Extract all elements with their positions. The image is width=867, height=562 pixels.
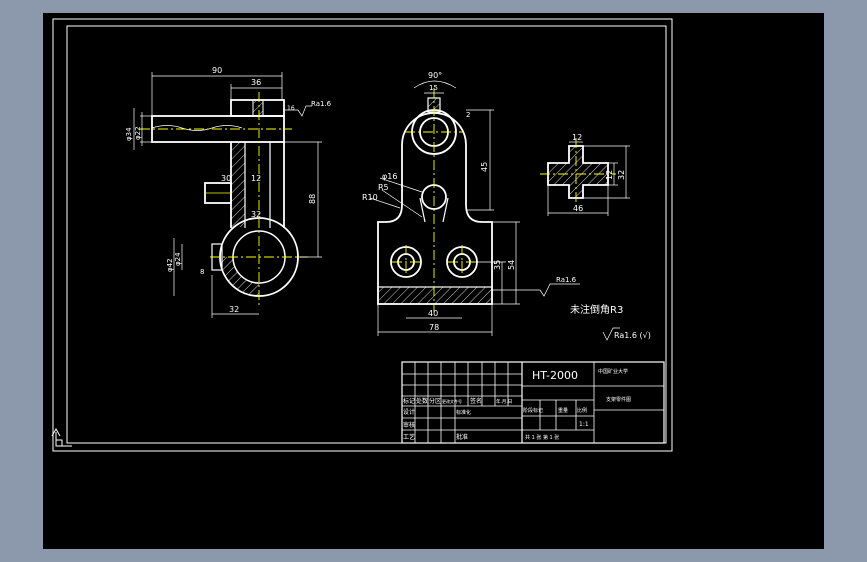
dim-front-32: 32	[229, 305, 239, 314]
dim-side-phi16: φ16	[382, 172, 397, 181]
dim-side-54: 54	[507, 260, 516, 270]
front-dimension-text: 90 36 16 Ra1.6 φ34 φ22 88 30 12 32 φ42 φ…	[125, 66, 332, 314]
dim-sec-46: 46	[573, 204, 583, 213]
dim-front-30: 30	[221, 174, 231, 183]
tb-approve: 批准	[456, 433, 468, 441]
tb-sheet-count: 共 1 张 第 1 张	[525, 434, 559, 441]
tb-review: 审核	[403, 421, 415, 429]
dim-front-phi22: φ22	[134, 126, 142, 140]
side-dimensions	[369, 80, 580, 336]
side-dimension-text: 90° 15 2 45 φ16 R5 R10 35 54 40 78 Ra1.6	[362, 71, 577, 332]
model-space	[43, 13, 824, 549]
tb-header-1: 处数	[416, 397, 428, 405]
tb-standardize: 标准化	[456, 409, 471, 416]
dim-front-phi24: φ24	[174, 252, 182, 266]
side-centerlines	[392, 88, 476, 312]
dim-side-r10: R10	[362, 193, 378, 202]
front-dimensions	[133, 72, 322, 318]
roughness-front: Ra1.6	[311, 100, 332, 108]
dim-front-88: 88	[308, 194, 317, 204]
tb-scale-value: 1:1	[579, 421, 589, 428]
ucs-icon	[51, 427, 72, 447]
sheet-outer-border	[52, 18, 673, 452]
note-general-roughness: Ra1.6 (√)	[614, 331, 651, 340]
tb-header-0: 标记	[403, 397, 415, 405]
dim-sec-32: 32	[617, 170, 626, 180]
tb-header-4: 签名	[470, 397, 482, 405]
section-centerlines	[540, 138, 616, 206]
dim-front-90: 90	[212, 66, 222, 75]
dim-front-phi42: φ42	[166, 258, 174, 272]
title-block	[401, 361, 665, 444]
dim-side-45: 45	[480, 162, 489, 172]
dim-side-40: 40	[428, 309, 438, 318]
dim-front-phi34: φ34	[125, 127, 133, 141]
roughness-side: Ra1.6	[556, 276, 577, 284]
school-name: 中国矿业大学	[598, 368, 628, 375]
tb-design: 设计	[403, 408, 415, 416]
dim-front-32b: 32	[251, 210, 261, 219]
sheet-inner-frame	[66, 25, 667, 444]
note-unmarked-fillet: 未注倒角R3	[570, 303, 623, 316]
tb-header-3: 更改文件号	[442, 398, 462, 404]
tb-header-2: 分区	[429, 397, 441, 405]
dim-front-36: 36	[251, 78, 261, 87]
technical-notes: 未注倒角R3 Ra1.6 (√)	[570, 303, 651, 341]
part-name: 支架零件图	[606, 396, 631, 403]
dim-side-78: 78	[429, 323, 439, 332]
drawing-number: HT-2000	[532, 369, 578, 382]
tb-stage-mark: 阶段标记	[523, 407, 543, 414]
dim-side-15: 15	[429, 84, 438, 92]
dim-front-16: 16	[287, 105, 295, 112]
section-dimension-text: 12 12 32 46	[572, 133, 626, 213]
dim-sec-12v: 12	[605, 170, 614, 180]
dim-front-12: 12	[251, 174, 261, 183]
title-block-text: HT-2000 中国矿业大学 支架零件图 标记 处数 分区 更改文件号 签名 年…	[403, 368, 631, 441]
dim-side-35: 35	[493, 260, 502, 270]
dim-side-r5: R5	[378, 183, 389, 192]
front-centerlines	[140, 92, 308, 305]
dim-front-8: 8	[200, 268, 204, 276]
section-dimensions	[547, 141, 630, 216]
tb-weight: 重量	[558, 407, 568, 414]
dim-sec-12: 12	[572, 133, 582, 142]
tb-process: 工艺	[403, 433, 415, 441]
dim-side-90deg: 90°	[428, 71, 442, 80]
tb-header-5: 年.月.日	[496, 398, 512, 405]
dim-side-2: 2	[466, 111, 470, 119]
front-view	[151, 99, 299, 297]
tb-scale: 比例	[577, 407, 587, 414]
